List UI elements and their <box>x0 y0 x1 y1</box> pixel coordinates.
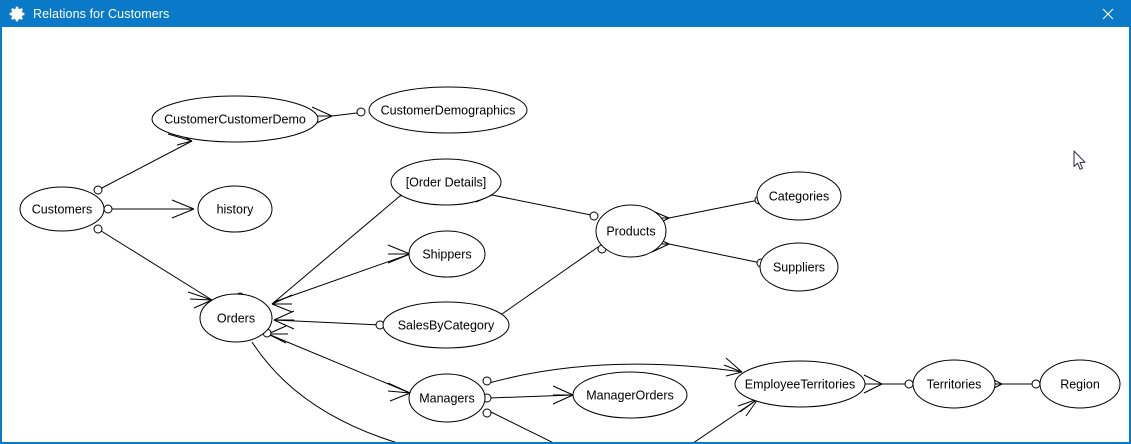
node-customerdemographics[interactable]: CustomerDemographics <box>368 86 528 134</box>
node-label: Categories <box>769 189 829 203</box>
window-title: Relations for Customers <box>33 6 170 21</box>
node-territories[interactable]: Territories <box>912 359 996 409</box>
node-region[interactable]: Region <box>1039 359 1121 409</box>
node-managers[interactable]: Managers <box>408 373 486 423</box>
close-button[interactable] <box>1085 0 1129 27</box>
node-label: SalesByCategory <box>398 318 495 332</box>
node-suppliers[interactable]: Suppliers <box>759 242 839 292</box>
window-titlebar: Relations for Customers <box>2 0 1129 27</box>
node-order-details[interactable]: [Order Details] <box>390 158 502 206</box>
node-products[interactable]: Products <box>595 204 667 258</box>
node-label: Region <box>1060 377 1100 391</box>
node-label: Suppliers <box>773 260 825 274</box>
diagram-canvas[interactable]: Customers CustomerCustomerDemo CustomerD… <box>2 27 1129 442</box>
node-managerorders[interactable]: ManagerOrders <box>572 371 688 419</box>
node-label: Orders <box>217 311 255 325</box>
node-orders[interactable]: Orders <box>199 293 273 343</box>
edge-group <box>97 111 1040 442</box>
node-salesbycategory[interactable]: SalesByCategory <box>382 301 510 349</box>
node-label: Shippers <box>422 247 471 261</box>
node-label: Territories <box>927 377 982 391</box>
node-label: ManagerOrders <box>586 388 674 402</box>
node-label: EmployeeTerritories <box>745 377 855 391</box>
node-employeeterritories[interactable]: EmployeeTerritories <box>734 360 866 408</box>
node-label: CustomerCustomerDemo <box>164 112 306 126</box>
node-label: Customers <box>32 202 92 216</box>
node-label: history <box>217 202 255 216</box>
node-categories[interactable]: Categories <box>756 171 842 221</box>
relations-diagram: Customers CustomerCustomerDemo CustomerD… <box>19 86 1121 442</box>
node-label: Products <box>606 224 655 238</box>
node-label: Managers <box>419 391 475 405</box>
node-customers[interactable]: Customers <box>19 186 105 232</box>
close-icon <box>1102 8 1114 19</box>
node-shippers[interactable]: Shippers <box>408 230 486 278</box>
node-label: CustomerDemographics <box>381 103 516 117</box>
node-group: Customers CustomerCustomerDemo CustomerD… <box>19 86 1121 423</box>
gear-icon <box>9 6 25 22</box>
node-customercustomerdemo[interactable]: CustomerCustomerDemo <box>151 95 319 143</box>
node-history[interactable]: history <box>197 185 273 233</box>
node-label: [Order Details] <box>406 175 487 189</box>
